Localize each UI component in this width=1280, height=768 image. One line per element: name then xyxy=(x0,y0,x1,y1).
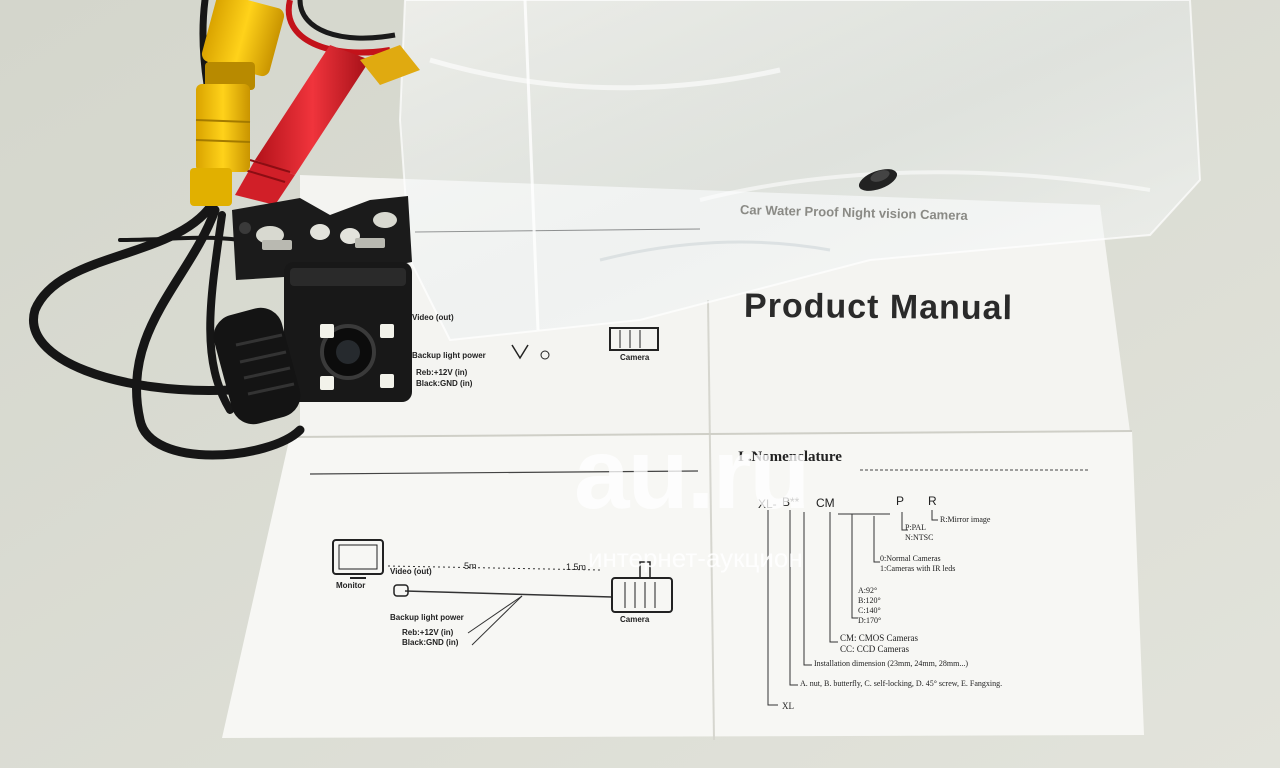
cable-1-5m-label: 1.5m xyxy=(566,562,587,572)
top-camera-sketch xyxy=(511,327,659,360)
yellow-rca-connector xyxy=(190,0,285,206)
nomenclature-item: N:NTSC xyxy=(905,533,934,542)
manual-title: Product Manual xyxy=(743,286,1014,328)
red-power-cable xyxy=(235,0,420,205)
nomenclature-item: 1:Cameras with IR leds xyxy=(880,564,956,573)
screw-icon xyxy=(858,169,898,191)
code-part-r: R xyxy=(928,494,937,508)
code-part-b: B** xyxy=(782,495,800,509)
top-backup-power-label: Backup light power xyxy=(412,351,486,360)
rear-camera-body xyxy=(284,262,412,402)
nomenclature-tree xyxy=(767,510,938,706)
watermark-brand: au.ru xyxy=(574,418,810,530)
cable-5m-line xyxy=(387,565,601,571)
top-black-wire-label: Black:GND (in) xyxy=(416,379,473,388)
nomenclature-item: A. nut, B. butterfly, C. self-locking, D… xyxy=(800,679,1003,688)
cable-main-line xyxy=(404,590,613,598)
sheet-fold-crease xyxy=(707,299,715,741)
monitor-label: Monitor xyxy=(336,581,366,590)
nomenclature-item: CC: CCD Cameras xyxy=(840,644,909,654)
bottom-backup-power-label: Backup light power xyxy=(390,613,464,622)
bottom-left-rule xyxy=(309,470,699,475)
sheet-fold-crease-horizontal xyxy=(289,430,1133,438)
power-lead-black xyxy=(471,595,523,646)
bottom-red-wire-label: Reb:+12V (in) xyxy=(402,628,454,637)
code-part-p: P xyxy=(896,494,905,508)
code-part-cm: CM xyxy=(816,496,835,510)
bottom-camera-label: Camera xyxy=(620,615,650,624)
code-part-xl: XL- xyxy=(758,497,777,511)
camera-bracket xyxy=(232,196,412,280)
power-lead-red xyxy=(467,595,523,634)
nomenclature-item: C:140° xyxy=(858,606,881,615)
nomenclature-item: CM: CMOS Cameras xyxy=(840,633,919,643)
top-red-wire-label: Reb:+12V (in) xyxy=(416,368,468,377)
top-camera-label: Camera xyxy=(620,353,650,362)
bag-crease-3 xyxy=(599,240,831,262)
camera-diagram-icon xyxy=(611,561,673,613)
black-connector-plug xyxy=(213,307,301,425)
nomenclature-item: B:120° xyxy=(858,596,881,605)
bottom-video-out-label: Video (out) xyxy=(390,567,432,576)
bag-zip-seam xyxy=(523,0,540,331)
bottom-black-wire-label: Black:GND (in) xyxy=(402,638,459,647)
nomenclature-item: Installation dimension (23mm, 24mm, 28mm… xyxy=(814,659,968,668)
watermark-tagline: интернет-аукцион xyxy=(588,543,803,573)
nomenclature-item: XL xyxy=(782,701,794,711)
nomenclature-item: R:Mirror image xyxy=(940,515,991,524)
nomenclature-heading: I .Nomenclature xyxy=(738,449,842,465)
bag-crease-1 xyxy=(429,57,781,91)
bag-crease-2 xyxy=(699,170,1151,202)
manual-sheet-bottom xyxy=(222,430,1144,738)
nomenclature-item: A:92° xyxy=(858,586,878,595)
top-video-out-label: Video (out) xyxy=(412,313,454,322)
nomenclature-item: 0:Normal Cameras xyxy=(880,554,941,563)
rca-plug-icon xyxy=(393,584,409,597)
nomenclature-item: D:170° xyxy=(858,616,882,625)
cable-5m-label: 5m xyxy=(464,561,477,571)
nomenclature-item: P:PAL xyxy=(905,523,927,532)
monitor-icon xyxy=(332,539,384,579)
